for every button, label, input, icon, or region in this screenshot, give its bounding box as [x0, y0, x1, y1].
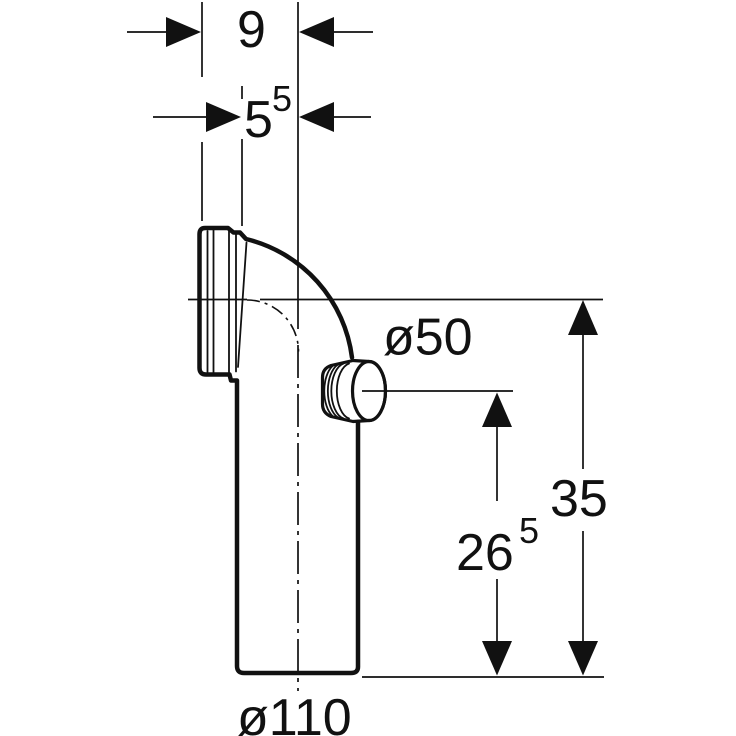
- spigot-rib-lines: [323, 362, 350, 420]
- dimension-26-5: 26 5: [456, 392, 539, 676]
- dim-label-5: 5: [244, 91, 273, 149]
- dimension-35: 35: [362, 300, 608, 678]
- arrowhead-right: [206, 102, 241, 132]
- bend-outer-outline: [197, 225, 361, 676]
- arrowhead-right: [166, 17, 201, 47]
- dim-label-35: 35: [550, 470, 608, 528]
- dim-label-26: 26: [456, 524, 514, 582]
- bend-axis-arc-centerline: [246, 299, 300, 352]
- socket-rim-slant-line: [237, 241, 248, 368]
- dim-label-o50: ø50: [383, 309, 473, 367]
- centerlines: [188, 2, 603, 691]
- arrowhead-down: [568, 641, 598, 676]
- side-outlet-spigot: [320, 358, 388, 424]
- arrowhead-up: [568, 300, 598, 335]
- dim-label-9: 9: [237, 1, 266, 59]
- arrowhead-down: [482, 641, 512, 676]
- dimension-9: 9: [127, 1, 373, 221]
- dim-label-o110: ø110: [237, 689, 352, 736]
- pipe-bend-body: [197, 225, 361, 676]
- dimension-5-5: 5 5: [153, 78, 371, 226]
- arrowhead-left: [299, 17, 334, 47]
- dim-label-5-superscript: 5: [272, 78, 292, 119]
- dim-label-26-superscript: 5: [519, 510, 539, 551]
- arrowhead-left: [299, 102, 334, 132]
- arrowhead-up: [482, 392, 512, 427]
- inlet-socket-detail-lines: [206, 228, 248, 375]
